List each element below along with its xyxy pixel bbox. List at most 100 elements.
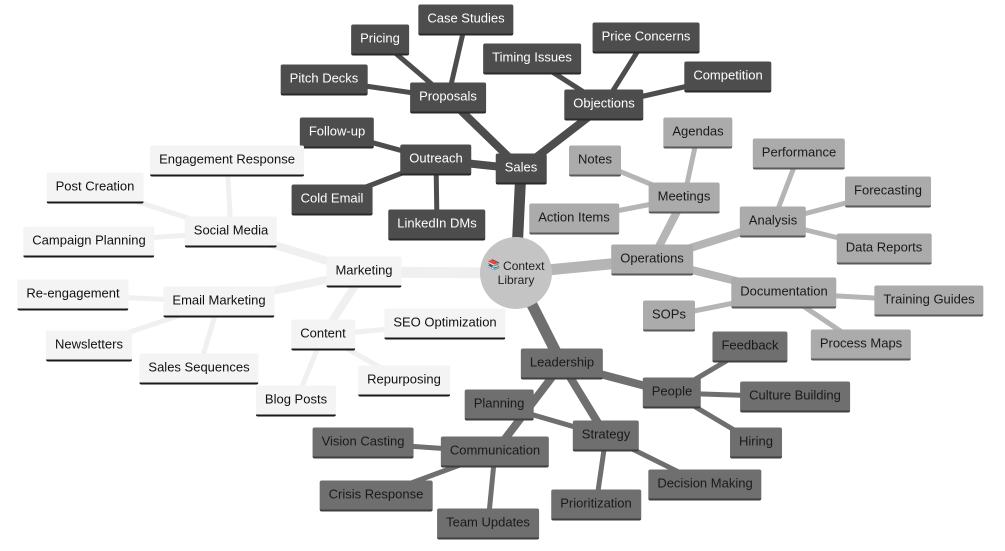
- node-sops-label: SOPs: [652, 306, 686, 322]
- node-blogposts[interactable]: Blog Posts: [255, 385, 337, 417]
- node-hiring-label: Hiring: [739, 433, 773, 449]
- node-reengagement-label: Re-engagement: [26, 285, 120, 301]
- node-casestudies[interactable]: Case Studies: [418, 4, 514, 36]
- node-decision[interactable]: Decision Making: [648, 469, 762, 501]
- node-sales-label: Sales: [504, 159, 538, 175]
- root-label-line1: Context: [503, 259, 545, 273]
- node-campaign[interactable]: Campaign Planning: [23, 226, 155, 258]
- node-prioritization[interactable]: Prioritization: [551, 489, 641, 521]
- node-pricing-label: Pricing: [360, 30, 400, 46]
- node-trainingguides-label: Training Guides: [883, 291, 975, 307]
- node-social[interactable]: Social Media: [184, 216, 278, 248]
- node-crisis-label: Crisis Response: [328, 486, 424, 502]
- node-newsletters[interactable]: Newsletters: [46, 330, 132, 362]
- context-library-icon: 📚: [487, 260, 501, 271]
- node-processmaps[interactable]: Process Maps: [810, 329, 912, 361]
- node-documentation-label: Documentation: [740, 283, 828, 299]
- node-operations[interactable]: Operations: [611, 244, 693, 276]
- node-teamupdates-label: Team Updates: [446, 514, 530, 530]
- node-price[interactable]: Price Concerns: [592, 22, 700, 54]
- node-agendas-label: Agendas: [672, 123, 724, 139]
- node-seo[interactable]: SEO Optimization: [384, 308, 506, 340]
- node-culture[interactable]: Culture Building: [740, 381, 850, 413]
- node-agendas[interactable]: Agendas: [663, 117, 733, 149]
- node-postcreation[interactable]: Post Creation: [46, 172, 144, 204]
- node-followup[interactable]: Follow-up: [299, 117, 375, 149]
- node-communication-label: Communication: [449, 442, 541, 458]
- node-communication[interactable]: Communication: [440, 436, 550, 468]
- node-trainingguides[interactable]: Training Guides: [874, 285, 984, 317]
- node-timing[interactable]: Timing Issues: [483, 43, 581, 75]
- node-engagement[interactable]: Engagement Response: [150, 145, 304, 177]
- node-repurposing[interactable]: Repurposing: [358, 365, 450, 397]
- node-hiring[interactable]: Hiring: [730, 427, 782, 459]
- node-engagement-label: Engagement Response: [159, 151, 295, 167]
- node-crisis[interactable]: Crisis Response: [319, 480, 433, 512]
- node-email-label: Email Marketing: [172, 292, 266, 308]
- node-objections-label: Objections: [573, 95, 635, 111]
- node-salesseq-label: Sales Sequences: [148, 359, 250, 375]
- node-newsletters-label: Newsletters: [55, 336, 123, 352]
- root-label-line2: Library: [497, 273, 535, 287]
- node-vision[interactable]: Vision Casting: [312, 427, 414, 459]
- node-coldemail-label: Cold Email: [300, 190, 364, 206]
- node-actionitems-label: Action Items: [538, 209, 610, 225]
- node-objections[interactable]: Objections: [564, 89, 644, 121]
- node-outreach[interactable]: Outreach: [400, 144, 472, 176]
- node-teamupdates[interactable]: Team Updates: [437, 508, 539, 540]
- node-performance[interactable]: Performance: [752, 138, 846, 170]
- node-outreach-label: Outreach: [409, 150, 463, 166]
- node-analysis[interactable]: Analysis: [739, 206, 807, 238]
- node-social-label: Social Media: [193, 222, 269, 238]
- node-linkedin[interactable]: LinkedIn DMs: [388, 209, 486, 241]
- root-node-context-library[interactable]: 📚Context Library: [480, 237, 552, 309]
- node-timing-label: Timing Issues: [492, 49, 572, 65]
- node-leadership-label: Leadership: [529, 354, 595, 370]
- node-proposals-label: Proposals: [419, 88, 477, 104]
- node-planning[interactable]: Planning: [464, 389, 534, 421]
- node-datareports-label: Data Reports: [845, 239, 923, 255]
- node-culture-label: Culture Building: [749, 387, 841, 403]
- node-proposals[interactable]: Proposals: [410, 82, 486, 114]
- node-pitchdecks[interactable]: Pitch Decks: [280, 64, 368, 96]
- node-performance-label: Performance: [761, 144, 837, 160]
- node-campaign-label: Campaign Planning: [32, 232, 146, 248]
- node-processmaps-label: Process Maps: [819, 335, 903, 351]
- node-salesseq[interactable]: Sales Sequences: [139, 353, 259, 385]
- node-analysis-label: Analysis: [748, 212, 798, 228]
- node-competition[interactable]: Competition: [684, 61, 772, 93]
- node-feedback[interactable]: Feedback: [712, 331, 788, 363]
- node-planning-label: Planning: [473, 395, 525, 411]
- node-marketing[interactable]: Marketing: [326, 256, 402, 288]
- node-meetings-label: Meetings: [657, 188, 711, 204]
- node-decision-label: Decision Making: [657, 475, 753, 491]
- node-prioritization-label: Prioritization: [560, 495, 632, 511]
- node-sops[interactable]: SOPs: [643, 300, 695, 332]
- node-leadership[interactable]: Leadership: [520, 348, 604, 380]
- node-actionitems[interactable]: Action Items: [529, 203, 619, 235]
- node-linkedin-label: LinkedIn DMs: [397, 215, 477, 231]
- node-pitchdecks-label: Pitch Decks: [289, 70, 359, 86]
- node-strategy[interactable]: Strategy: [572, 420, 640, 452]
- node-forecasting[interactable]: Forecasting: [845, 176, 931, 208]
- node-reengagement[interactable]: Re-engagement: [17, 279, 129, 311]
- node-datareports[interactable]: Data Reports: [836, 233, 932, 265]
- node-seo-label: SEO Optimization: [393, 314, 497, 330]
- node-people[interactable]: People: [642, 377, 702, 409]
- node-email[interactable]: Email Marketing: [163, 286, 275, 318]
- node-content[interactable]: Content: [291, 319, 355, 351]
- node-vision-label: Vision Casting: [321, 433, 405, 449]
- node-documentation[interactable]: Documentation: [731, 277, 837, 309]
- node-pricing[interactable]: Pricing: [351, 24, 409, 56]
- node-coldemail[interactable]: Cold Email: [291, 184, 373, 216]
- node-notes[interactable]: Notes: [569, 145, 621, 177]
- node-meetings[interactable]: Meetings: [648, 182, 720, 214]
- node-sales[interactable]: Sales: [495, 153, 547, 185]
- node-people-label: People: [651, 383, 693, 399]
- node-strategy-label: Strategy: [581, 426, 631, 442]
- node-postcreation-label: Post Creation: [55, 178, 135, 194]
- node-operations-label: Operations: [620, 250, 684, 266]
- node-notes-label: Notes: [578, 151, 612, 167]
- node-repurposing-label: Repurposing: [367, 371, 441, 387]
